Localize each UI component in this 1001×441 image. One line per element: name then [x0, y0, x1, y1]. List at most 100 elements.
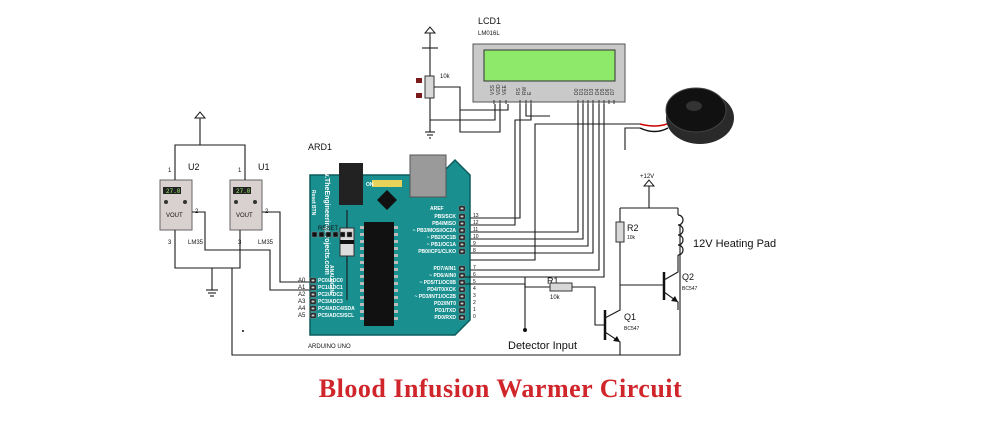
heating-pad: 12V Heating Pad: [677, 208, 776, 256]
digital-pin-label: PD7/AIN1: [433, 266, 456, 272]
lcd-pin-label: D1: [579, 88, 585, 95]
digital-pin-number: 4: [473, 286, 476, 292]
digital-pin-label: PD2/INT0: [434, 301, 456, 307]
r2-ref: R2: [627, 223, 639, 233]
digital-pin-label: PB5/SCK: [434, 214, 456, 220]
digital-pin-label: ~ PD6/AIN0: [429, 273, 456, 279]
detector-label: Detector Input: [508, 340, 577, 352]
sensor-out-label: VOUT: [236, 213, 253, 219]
digital-pin-label: ~ PB2/OC1B: [427, 235, 457, 241]
q1-ref: Q1: [624, 312, 636, 322]
digital-pin-label: PD4/T0/XCK: [427, 287, 456, 293]
digital-pin-label: ~ PB1/OC1A: [427, 242, 457, 248]
lcd-pin-label: D0: [574, 88, 580, 95]
digital-pin-number: 7: [473, 265, 476, 271]
sensor-ref: U1: [258, 162, 270, 172]
reset-chip: [377, 190, 397, 210]
heating-pad-label: 12V Heating Pad: [693, 238, 776, 250]
q2-ref: Q2: [682, 272, 694, 282]
svg-text:ON: ON: [366, 182, 374, 188]
analog-pin-number: A0: [298, 278, 306, 284]
digital-pin-number: 10: [473, 234, 479, 240]
analog-pin-number: A3: [298, 299, 306, 305]
sensor-u1: U1 1 27.0 VOUT 2 3 LM35: [229, 162, 274, 246]
lcd-pin-label: D7: [610, 88, 616, 95]
vcc-arrow-icon: [642, 179, 656, 187]
vcc-arrow-icon: [423, 26, 437, 34]
svg-text:1: 1: [168, 168, 172, 174]
digital-pin-number: 12: [473, 220, 479, 226]
vcc-arrow-icon: [193, 111, 207, 119]
digital-pin-number: 13: [473, 213, 479, 219]
lcd-part: LM016L: [478, 31, 500, 37]
lcd-pin-label: D3: [589, 88, 595, 95]
digital-pin-label: PD0/RXD: [434, 315, 456, 321]
aref-label: AREF: [430, 206, 444, 212]
digital-pin-label: ~ PD5/T1/OC0B: [419, 280, 456, 286]
lcd-pin-label: RS: [516, 87, 522, 95]
digital-pin-label: PB4/MISO: [432, 221, 456, 227]
r1-resistor: R1 10k: [465, 276, 605, 326]
sensor-part: LM35: [258, 240, 274, 246]
analog-pin-label: PC1/ADC1: [318, 285, 343, 291]
r1-value: 10k: [550, 295, 561, 301]
sensor-reading: 27.0: [166, 188, 181, 195]
page-title: Blood Infusion Warmer Circuit: [318, 374, 683, 403]
r1-ref: R1: [547, 276, 559, 286]
r2-resistor: +12V R2 10k: [615, 174, 678, 285]
analog-pin-number: A1: [298, 285, 306, 291]
digital-pin-number: 11: [473, 227, 478, 233]
atmega-chip: [364, 222, 394, 326]
lcd-pin-label: D2: [584, 88, 590, 95]
arduino-site-text: www.TheEngineeringProjects.com: [323, 159, 330, 275]
buzzer-lead-red: [639, 123, 668, 127]
digital-pin-label: PD1/TXD: [435, 308, 457, 314]
usb-port: [409, 154, 447, 198]
lcd-pin-label: D4: [595, 88, 601, 95]
digital-pin-number: 6: [473, 272, 476, 278]
analog-pin-label: PC5/ADC5/SCL: [318, 313, 354, 319]
reset-label: RESET: [318, 226, 338, 232]
digital-pin-label: ~ PB3/MOSI/OC2A: [413, 228, 457, 234]
arduino-uno: ARD1 ON Reset BTN www.TheEngineeringProj…: [298, 142, 479, 350]
analog-pin-label: PC4/ADC4/SDA: [318, 306, 355, 312]
analog-pin-number: A2: [298, 292, 306, 298]
analog-pin-number: A5: [298, 313, 306, 319]
arduino-ref: ARD1: [308, 142, 332, 152]
analog-pin-label: PC2/ADC2: [318, 292, 343, 298]
lcd-pin-label: D6: [605, 88, 611, 95]
sensor-u2: U2 1 27.0 VOUT 2 3 LM35: [159, 162, 204, 246]
digital-pin-number: 8: [473, 248, 476, 254]
r2-value: 10k: [627, 235, 636, 241]
svg-text:3: 3: [168, 240, 172, 246]
lcd-ref: LCD1: [478, 16, 501, 26]
digital-pin-number: 5: [473, 279, 476, 285]
lcd-pin-label: VDD: [496, 84, 502, 95]
sensor-part: LM35: [188, 240, 204, 246]
lcd-pin-label: D5: [600, 88, 606, 95]
sensor-reading: 27.0: [236, 188, 251, 195]
analog-pin-label: PC0/ADC0: [318, 278, 343, 284]
q1-part: BC547: [624, 326, 640, 332]
sensor-wiring: [174, 111, 681, 356]
svg-text:ANALOG IN: ANALOG IN: [328, 265, 334, 293]
contrast-potentiometer: 10k: [416, 26, 550, 139]
detector-input: Detector Input: [465, 276, 577, 352]
sensor-out-label: VOUT: [166, 213, 183, 219]
lcd-pin-label: VEE: [502, 84, 508, 95]
power-jack: [339, 163, 363, 205]
digital-pin-label: ~ PD3/INT1/OC2B: [414, 294, 456, 300]
buzzer: [465, 87, 734, 261]
digital-pin-label: PB0/ICP1/CLKO: [418, 249, 456, 255]
digital-pin-number: 0: [473, 314, 476, 320]
lcd-pin-label: VSS: [490, 84, 496, 95]
q1-transistor: Q1 BC547: [603, 285, 640, 352]
buzzer-lead-black: [639, 127, 669, 133]
digital-pin-number: 3: [473, 293, 476, 299]
reset-button-label: Reset BTN: [310, 190, 316, 216]
svg-text:1: 1: [238, 168, 242, 174]
q2-transistor: Q2 BC547: [620, 255, 698, 310]
